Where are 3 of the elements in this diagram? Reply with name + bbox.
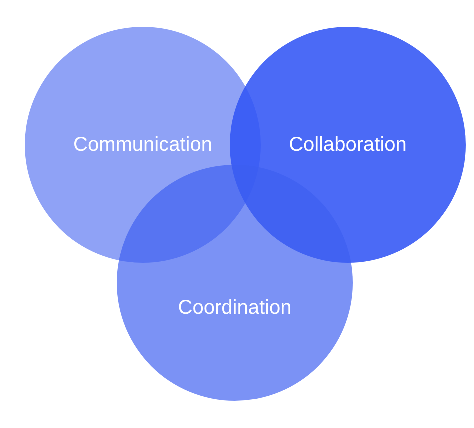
circle-label: Collaboration	[289, 134, 407, 156]
circle-label: Coordination	[178, 296, 292, 320]
circle-label: Communication	[74, 134, 212, 156]
